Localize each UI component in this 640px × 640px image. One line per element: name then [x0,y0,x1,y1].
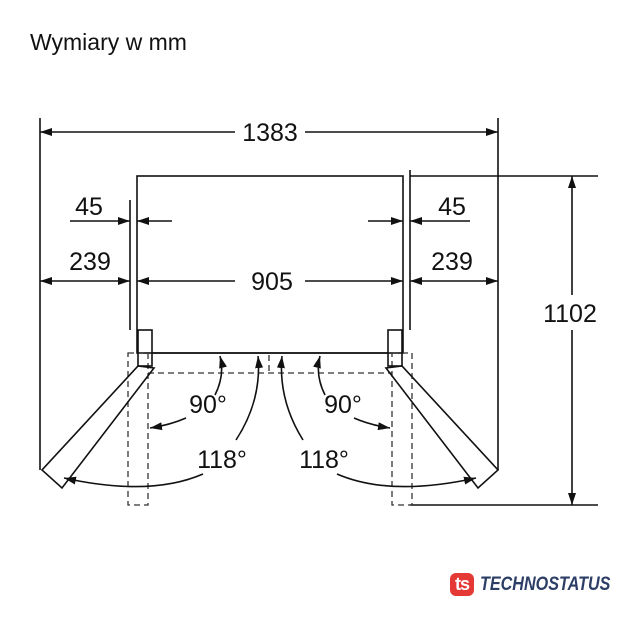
logo-mark: ts [450,573,475,596]
body-width-label: 905 [251,268,293,296]
right-239-label: 239 [431,248,473,276]
left-118-label: 118° [197,446,247,474]
right-90-arrow-side [353,417,391,431]
left-hinge [137,329,153,367]
left-118-arrow-up [235,355,264,441]
technostatus-logo: ts TECHNOSTATUS [450,573,633,596]
left-118-arrow-side [63,473,204,488]
right-90-arrow-up [313,355,326,396]
right-45-label: 45 [438,193,466,221]
diagram-title: Wymiary w mm [30,29,187,55]
left-90-arrow-side [149,417,187,431]
right-door-open [384,365,500,490]
left-45-label: 45 [75,193,103,221]
total-width-label: 1383 [242,119,298,147]
left-door-swing-outline [127,352,149,506]
right-hinge [387,329,403,367]
right-door-swing-outline [391,352,413,506]
right-118-label: 118° [299,446,349,474]
left-90-arrow-up [214,355,227,396]
left-door-open [40,365,156,490]
right-118-arrow-side [336,473,477,488]
left-239-label: 239 [69,248,111,276]
right-90-label: 90° [324,391,362,419]
right-118-arrow-up [276,355,304,441]
logo-name: TECHNOSTATUS [480,573,611,595]
left-90-label: 90° [189,391,227,419]
depth-label: 1102 [543,300,597,328]
fridge-body [136,175,404,354]
